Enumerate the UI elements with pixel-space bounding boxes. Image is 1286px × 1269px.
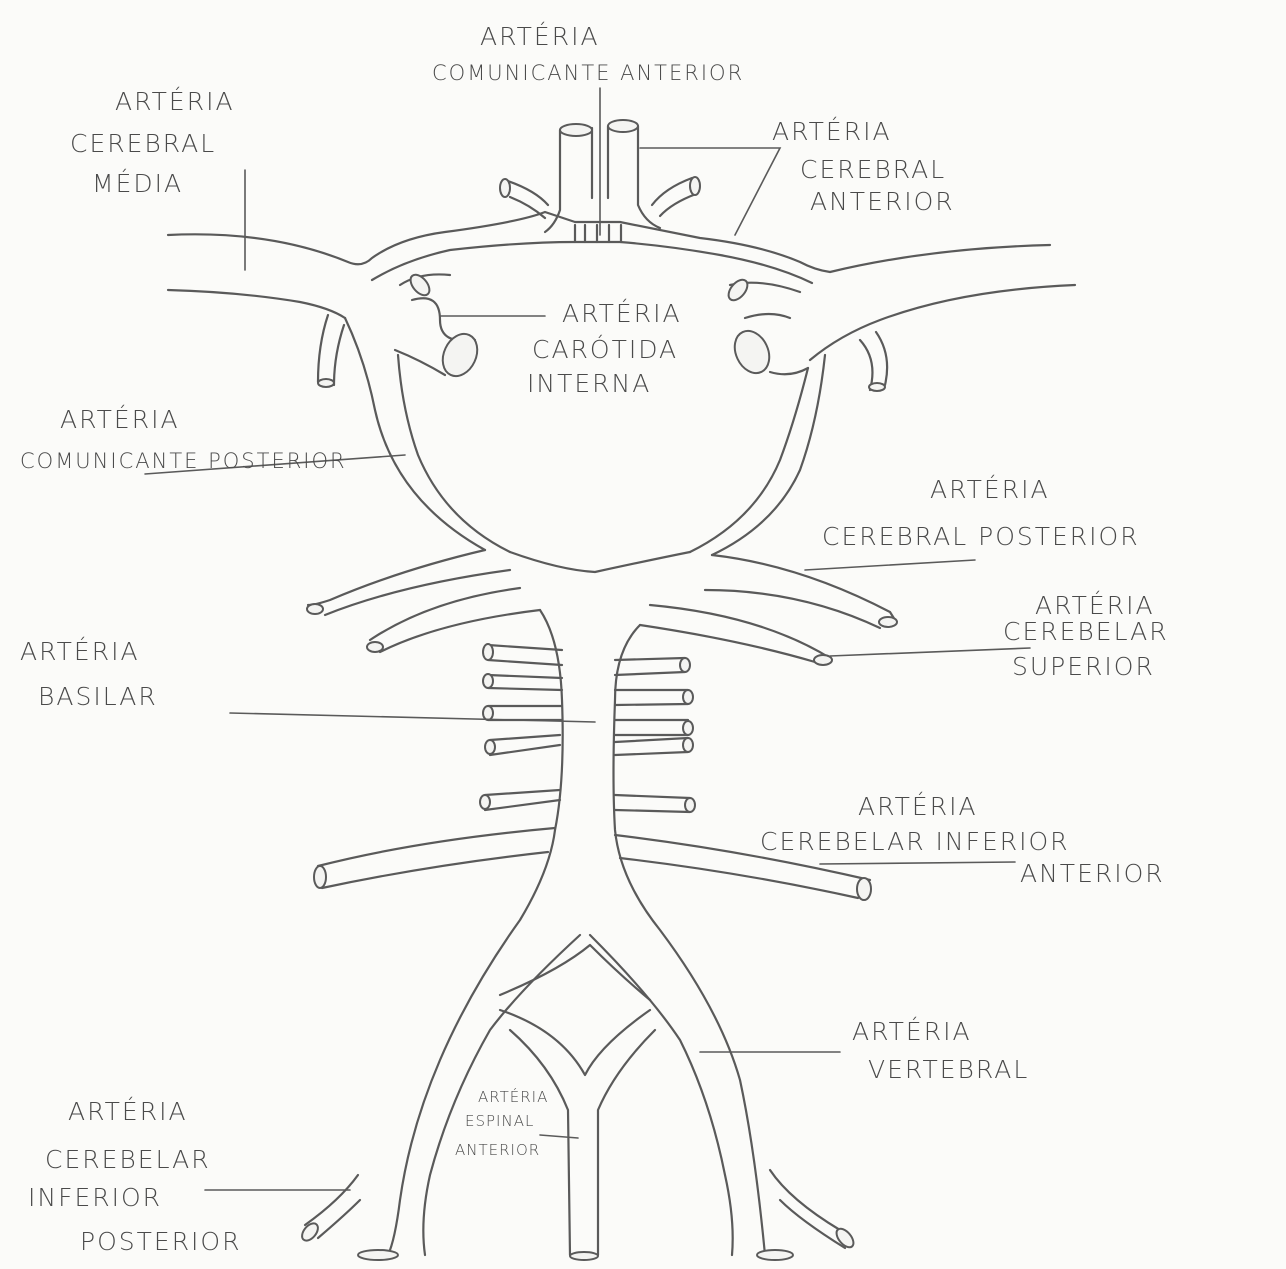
label-comunicante-anterior-1: ARTÉRIA — [480, 22, 600, 51]
lenticulostriate-left — [318, 315, 344, 385]
label-cerebelar-inferior-posterior-3: INFERIOR — [28, 1183, 162, 1212]
lenticulostriate-right-end — [869, 383, 885, 391]
pontine-end-l3 — [483, 706, 493, 720]
label-cerebelar-inferior-anterior-2: CEREBELAR INFERIOR — [760, 827, 1070, 856]
superior-cerebellar-left — [370, 588, 540, 652]
internal-carotid-right-end — [725, 276, 751, 303]
label-cerebelar-inferior-posterior-2: CEREBELAR — [45, 1145, 211, 1174]
internal-carotid-left-wall — [395, 350, 445, 375]
leader-cerebral-posterior — [805, 560, 975, 570]
pontine-end-r4 — [683, 738, 693, 752]
aica-left-end — [314, 866, 326, 888]
orbital-branch-right-end — [690, 177, 700, 195]
pontine-branches-left — [485, 645, 562, 810]
posterior-cerebral-left — [308, 550, 510, 615]
label-basilar-1: ARTÉRIA — [20, 637, 140, 666]
carotid-notch-upper — [372, 242, 812, 283]
leader-basilar — [230, 713, 595, 722]
posterior-communicating-right-inner — [690, 368, 808, 552]
label-comunicante-posterior-2: COMUNICANTE POSTERIOR — [20, 449, 347, 473]
label-cerebral-media-3: MÉDIA — [92, 169, 183, 198]
lenticulostriate-left-end — [318, 379, 334, 387]
leader-cerebral-anterior — [640, 148, 780, 235]
superior-cerebellar-right-end — [814, 655, 832, 665]
label-carotida-interna-2: CARÓTIDA — [532, 334, 678, 364]
pica-left-end — [299, 1220, 321, 1243]
pica-right — [770, 1170, 845, 1248]
internal-carotid-right-wall — [770, 368, 808, 374]
basilar-tip — [510, 552, 690, 572]
posterior-communicating-right-outer — [712, 355, 825, 555]
vertebral-right-end — [757, 1250, 793, 1260]
leader-espinal-anterior — [540, 1135, 578, 1138]
labels: ARTÉRIA COMUNICANTE ANTERIOR ARTÉRIA CER… — [20, 22, 1169, 1256]
leader-cerebelar-superior — [830, 648, 1030, 656]
middle-cerebral-left-bottom — [168, 290, 345, 318]
anterior-cerebral-right-end — [608, 120, 638, 132]
aica-right-end — [857, 878, 871, 900]
label-comunicante-anterior-2: COMUNICANTE ANTERIOR — [432, 61, 744, 85]
label-cerebelar-inferior-anterior-1: ARTÉRIA — [858, 792, 978, 821]
superior-cerebellar-left-end — [367, 642, 383, 652]
anterior-cerebral-left-end — [560, 124, 592, 136]
label-cerebral-media-1: ARTÉRIA — [115, 87, 235, 116]
posterior-communicating-left-inner — [398, 355, 510, 552]
label-cerebelar-inferior-anterior-3: ANTERIOR — [1020, 859, 1165, 888]
anterior-communicating — [575, 225, 621, 242]
superior-cerebellar-right — [640, 605, 830, 662]
label-espinal-anterior-2: ESPINAL — [465, 1112, 534, 1130]
posterior-cerebral-right-end — [879, 617, 897, 627]
pontine-end-r2 — [683, 690, 693, 704]
label-cerebelar-superior-1: ARTÉRIA — [1035, 591, 1155, 620]
pontine-branches-right — [615, 658, 690, 812]
label-cerebral-anterior-1: ARTÉRIA — [772, 117, 892, 146]
label-basilar-2: BASILAR — [38, 682, 158, 711]
pontine-end-r5 — [685, 798, 695, 812]
vessels — [168, 120, 1075, 1260]
orbital-branch-left-end — [500, 179, 510, 197]
label-comunicante-posterior-1: ARTÉRIA — [60, 405, 180, 434]
label-espinal-anterior-1: ARTÉRIA — [478, 1087, 548, 1106]
pontine-end-l2 — [483, 674, 493, 688]
middle-cerebral-right-bottom — [810, 285, 1075, 360]
label-cerebelar-inferior-posterior-1: ARTÉRIA — [68, 1097, 188, 1126]
internal-carotid-right-lumen — [728, 325, 776, 378]
lenticulostriate-right — [860, 332, 887, 390]
label-cerebral-posterior-2: CEREBRAL POSTERIOR — [822, 522, 1140, 551]
label-cerebral-anterior-3: ANTERIOR — [810, 187, 955, 216]
label-espinal-anterior-3: ANTERIOR — [455, 1141, 540, 1159]
label-cerebelar-superior-3: SUPERIOR — [1012, 652, 1155, 681]
label-carotida-interna-1: ARTÉRIA — [562, 299, 682, 328]
pica-right-end — [833, 1226, 856, 1251]
label-cerebral-posterior-1: ARTÉRIA — [930, 475, 1050, 504]
pontine-end-r1 — [680, 658, 690, 672]
pontine-end-l1 — [483, 644, 493, 660]
pontine-end-r3 — [683, 721, 693, 735]
spinal-end — [570, 1252, 598, 1260]
pontine-end-l4 — [485, 740, 495, 754]
label-vertebral-2: VERTEBRAL — [868, 1055, 1029, 1084]
label-cerebral-media-2: CEREBRAL — [70, 129, 216, 158]
label-cerebelar-inferior-posterior-4: POSTERIOR — [80, 1227, 241, 1256]
vertebral-inner-right — [590, 935, 733, 1255]
vertebral-left-end — [358, 1250, 398, 1260]
label-cerebelar-superior-2: CEREBELAR — [1003, 617, 1169, 646]
label-vertebral-1: ARTÉRIA — [852, 1017, 972, 1046]
anterior-cerebral-right — [638, 126, 660, 228]
pontine-end-l5 — [480, 795, 490, 809]
posterior-cerebral-left-end — [307, 604, 323, 614]
label-cerebral-anterior-2: CEREBRAL — [800, 155, 946, 184]
aica-left — [318, 828, 555, 888]
label-carotida-interna-3: INTERNA — [527, 369, 651, 398]
spinal-diamond — [500, 945, 650, 1075]
leader-cerebelar-inferior-anterior — [820, 862, 1015, 864]
